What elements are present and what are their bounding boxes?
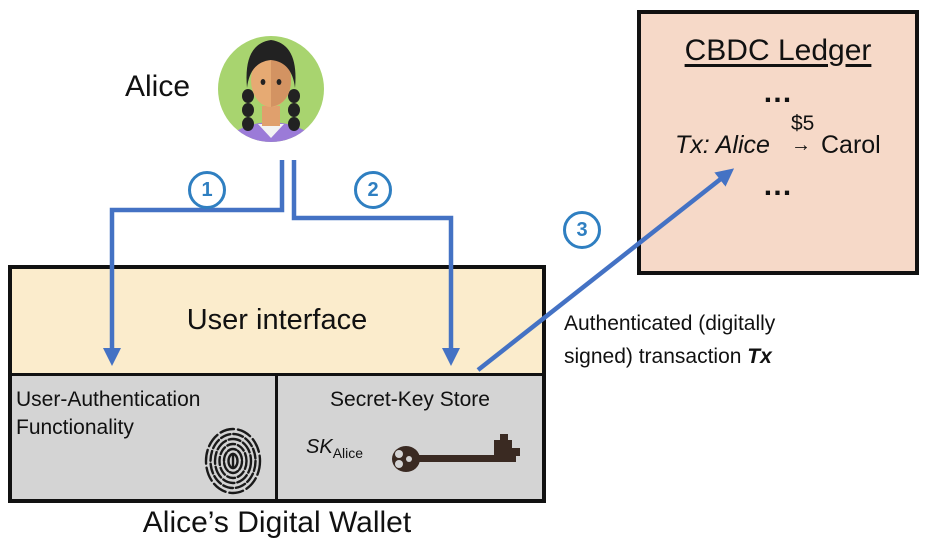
- step-1-marker: 1: [188, 171, 226, 209]
- sk-subscript: Alice: [332, 445, 364, 461]
- step-3-marker: 3: [563, 211, 601, 249]
- secret-key-store-label: Secret-Key Store: [330, 388, 490, 411]
- signed-tx-caption-line2: signed) transaction Tx: [564, 345, 772, 369]
- arrow-step-1: [103, 160, 285, 366]
- ledger-ellipsis-top: …: [762, 76, 794, 109]
- tx-amount: $5: [791, 112, 815, 135]
- tx-recipient: Carol: [821, 131, 881, 159]
- user-authentication-panel: User-Authentication Functionality: [12, 373, 278, 499]
- arrow-step-3: [476, 168, 735, 372]
- step-2-marker: 2: [354, 171, 392, 209]
- tx-label-text: Tx: Alice: [675, 131, 770, 159]
- wallet-caption: Alice’s Digital Wallet: [142, 506, 412, 539]
- sk-main-text: SK: [306, 436, 333, 458]
- auth-label-line2: Functionality: [16, 416, 134, 439]
- alice-label: Alice: [125, 70, 191, 103]
- ledger-title: CBDC Ledger: [684, 34, 872, 67]
- signed-tx-prefix: signed) transaction: [564, 345, 748, 368]
- signed-tx-caption-line1: Authenticated (digitally: [564, 312, 776, 335]
- fingerprint-icon: [204, 427, 262, 495]
- alice-avatar-icon: [218, 36, 324, 142]
- digital-wallet-box: User interface User-Authentication Funct…: [8, 265, 546, 503]
- user-interface-label: User interface: [186, 304, 368, 336]
- user-interface-panel: User interface: [12, 269, 542, 373]
- arrow-step-2: [291, 160, 460, 366]
- secret-key-label: SKAlice: [306, 436, 363, 461]
- key-icon: [392, 434, 520, 472]
- signed-tx-symbol: Tx: [747, 345, 772, 368]
- secret-key-store-panel: Secret-Key Store SKAlice: [278, 373, 542, 499]
- ledger-tx-label: Tx: Alice: [675, 131, 770, 160]
- tx-arrow-icon: →: [791, 134, 811, 156]
- ledger-ellipsis-bottom: …: [762, 169, 794, 202]
- auth-label-line1: User-Authentication: [16, 388, 201, 411]
- cbdc-ledger-box: CBDC Ledger … Tx: Alice $5 → Carol …: [637, 10, 919, 275]
